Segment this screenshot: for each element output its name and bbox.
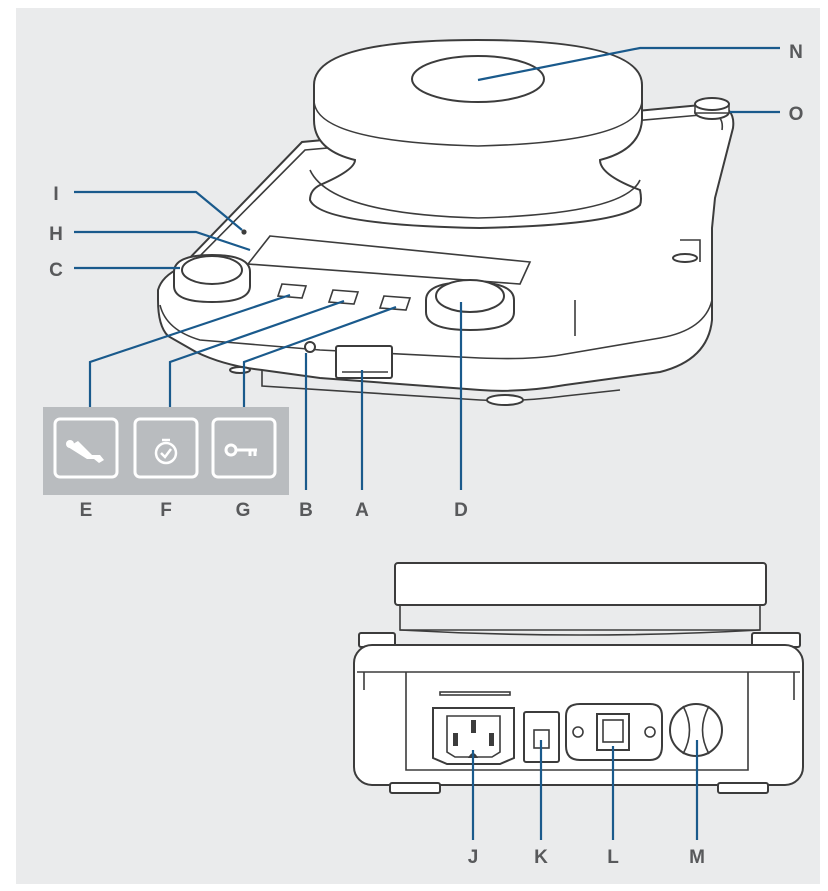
- label-o: O: [789, 104, 804, 125]
- hotplate-stirrer-front-view: [157, 38, 735, 406]
- label-b: B: [299, 500, 313, 521]
- label-n: N: [789, 42, 803, 63]
- leader-lines-bottom: [471, 740, 699, 840]
- label-c: C: [49, 260, 63, 281]
- label-j: J: [468, 847, 479, 868]
- timer-icon: [133, 417, 199, 479]
- wrench-icon: [53, 417, 119, 479]
- key-icon: [211, 417, 277, 479]
- label-l: L: [607, 847, 619, 868]
- label-m: M: [689, 847, 705, 868]
- hotplate-stirrer-rear-view: [353, 562, 804, 794]
- label-g: G: [236, 500, 251, 521]
- leader-lines-top: [74, 46, 780, 490]
- label-e: E: [80, 500, 93, 521]
- label-a: A: [355, 500, 369, 521]
- label-k: K: [534, 847, 548, 868]
- label-h: H: [49, 224, 63, 245]
- label-f: F: [160, 500, 172, 521]
- label-i: I: [53, 184, 58, 205]
- label-d: D: [454, 500, 468, 521]
